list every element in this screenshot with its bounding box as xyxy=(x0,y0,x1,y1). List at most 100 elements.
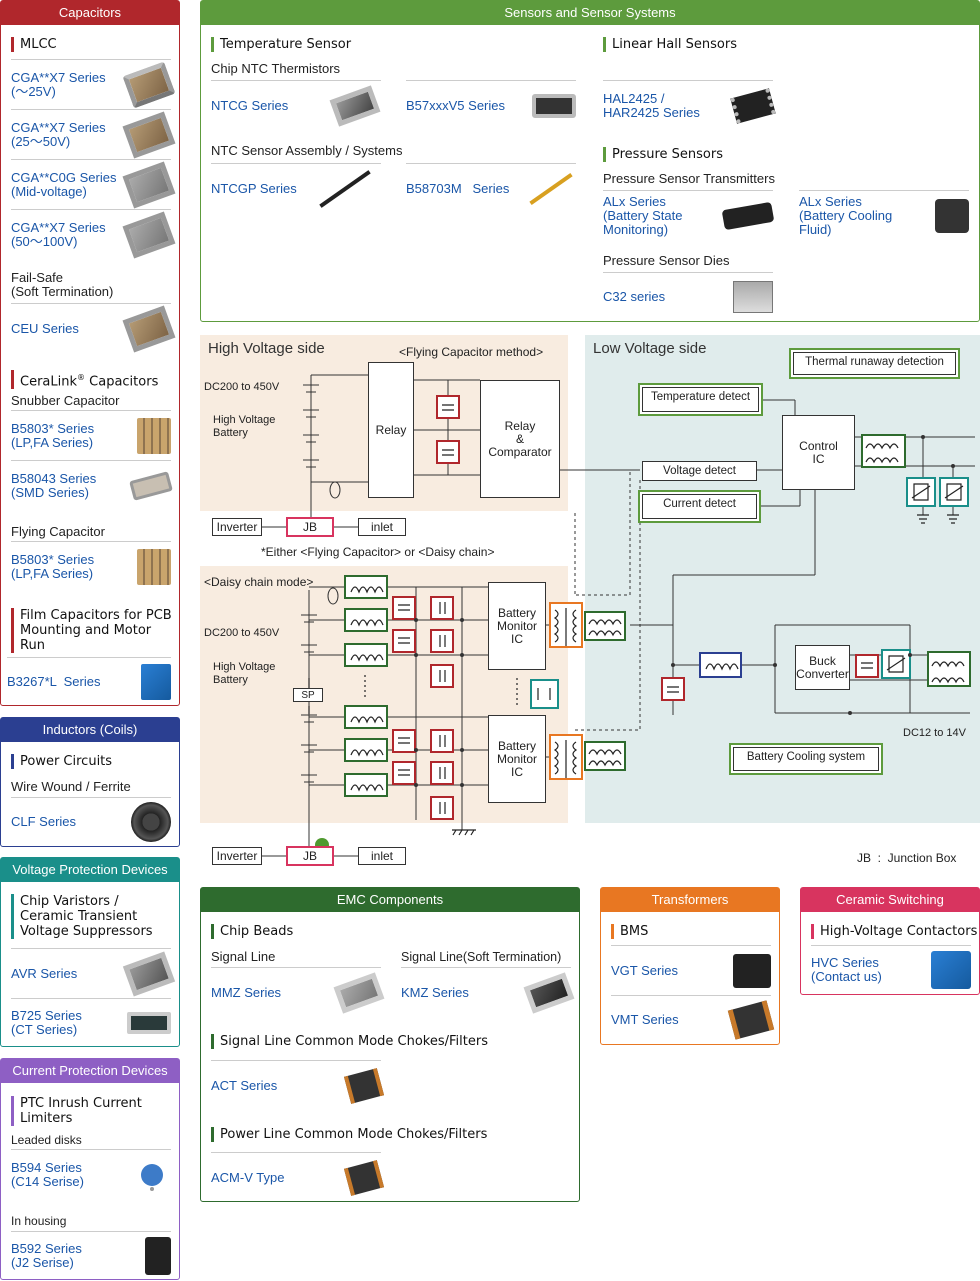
snubber-item-2-link[interactable]: B58043 Series (SMD Series) xyxy=(11,470,97,500)
ntcgp-link[interactable]: NTCGP Series xyxy=(211,180,297,196)
ceramic-header: Ceramic Switching xyxy=(801,888,979,912)
battery-cooling-box: Battery Cooling system xyxy=(729,743,883,775)
chip-ntc-label: Chip NTC Thermistors xyxy=(211,61,341,76)
ceu-link[interactable]: CEU Series xyxy=(11,320,79,336)
snubber-item-1-link[interactable]: B5803* Series (LP,FA Series) xyxy=(11,420,95,450)
b725-link[interactable]: B725 Series (CT Series) xyxy=(11,1007,82,1037)
kmz-item[interactable]: KMZ Series xyxy=(401,967,575,1017)
hal-item[interactable]: HAL2425 / HAR2425 Series xyxy=(603,80,776,130)
hv-contactors-title: High-Voltage Contactors xyxy=(811,924,977,939)
b594-link[interactable]: B594 Series (C14 Serise) xyxy=(11,1159,84,1189)
alx2-link[interactable]: ALx Series (Battery Cooling Fluid) xyxy=(799,193,893,237)
mlcc-item-4[interactable]: CGA**X7 Series (50～100V) xyxy=(11,209,176,259)
voltage-detect-box: Voltage detect xyxy=(642,461,757,481)
mlcc-title: MLCC xyxy=(11,37,57,52)
film-cap-icon xyxy=(141,663,171,700)
ptc-title: PTC Inrush Current Limiters xyxy=(11,1096,171,1126)
dc-label-top: DC200 to 450V xyxy=(204,381,280,393)
transformers-panel: Transformers BMS VGT Series VMT Series xyxy=(600,887,780,1045)
b57-link[interactable]: B57xxxV5 Series xyxy=(406,97,505,113)
chip-beads-title: Chip Beads xyxy=(211,924,293,939)
dc12-label: DC12 to 14V xyxy=(903,727,966,739)
ntcg-item[interactable]: NTCG Series xyxy=(211,80,381,130)
b57-item[interactable]: B57xxxV5 Series xyxy=(406,80,576,130)
mlcc-item-4-link[interactable]: CGA**X7 Series (50～100V) xyxy=(11,219,106,249)
ntcg-link[interactable]: NTCG Series xyxy=(211,97,289,113)
alx1-link[interactable]: ALx Series (Battery State Monitoring) xyxy=(603,193,683,237)
hvc-link[interactable]: HVC Series (Contact us) xyxy=(811,954,882,984)
lv-title: Low Voltage side xyxy=(593,340,707,357)
flying-item[interactable]: B5803* Series (LP,FA Series) xyxy=(11,541,171,591)
acm-item[interactable]: ACM-V Type xyxy=(211,1152,385,1202)
mlcc-item-1[interactable]: CGA**X7 Series (～25V) xyxy=(11,59,176,109)
b725-item[interactable]: B725 Series (CT Series) xyxy=(11,998,171,1046)
hvc-item[interactable]: HVC Series (Contact us) xyxy=(811,945,971,993)
inverter-box-top: Inverter xyxy=(212,518,262,536)
c32-item[interactable]: C32 series xyxy=(603,272,773,320)
hv-title: High Voltage side xyxy=(208,340,325,357)
act-link[interactable]: ACT Series xyxy=(211,1077,278,1093)
vgt-link[interactable]: VGT Series xyxy=(611,962,678,978)
signal-soft-label: Signal Line(Soft Termination) xyxy=(401,950,562,964)
kmz-link[interactable]: KMZ Series xyxy=(401,984,469,1000)
power-circuits-title: Power Circuits xyxy=(11,754,112,769)
bmic-box-1: Battery Monitor IC xyxy=(488,582,546,670)
mlcc-item-3[interactable]: CGA**C0G Series (Mid-voltage) xyxy=(11,159,176,209)
sp-box: SP xyxy=(293,688,323,702)
mlcc-item-2[interactable]: CGA**X7 Series (25～50V) xyxy=(11,109,176,159)
inlet-box-top: inlet xyxy=(358,518,406,536)
b592-link[interactable]: B592 Series (J2 Serise) xyxy=(11,1240,82,1270)
inverter-box-bottom: Inverter xyxy=(212,847,262,865)
ceramic-panel: Ceramic Switching High-Voltage Contactor… xyxy=(800,887,980,995)
vgt-item[interactable]: VGT Series xyxy=(611,945,771,995)
b594-item[interactable]: B594 Series (C14 Serise) xyxy=(11,1149,171,1199)
mlcc-item-3-link[interactable]: CGA**C0G Series (Mid-voltage) xyxy=(11,169,117,199)
flying-item-link[interactable]: B5803* Series (LP,FA Series) xyxy=(11,551,95,581)
kmz-bead-icon xyxy=(523,971,575,1014)
avr-item[interactable]: AVR Series xyxy=(11,948,176,998)
either-note: *Either <Flying Capacitor> or <Daisy cha… xyxy=(261,545,495,559)
mlcc-item-2-link[interactable]: CGA**X7 Series (25～50V) xyxy=(11,119,106,149)
signal-line-label: Signal Line xyxy=(211,949,276,964)
hall-title: Linear Hall Sensors xyxy=(603,37,737,52)
film-item[interactable]: B3267*L Series xyxy=(7,657,171,705)
ptc-housing-icon xyxy=(145,1236,171,1275)
failsafe-label: Fail-Safe (Soft Termination) xyxy=(11,270,114,299)
film-link[interactable]: B3267*L Series xyxy=(7,673,101,689)
b58703-item[interactable]: B58703M Series xyxy=(406,163,576,213)
hvc-contactor-icon xyxy=(931,950,971,989)
act-item[interactable]: ACT Series xyxy=(211,1060,385,1110)
b58703-link[interactable]: B58703M Series xyxy=(406,180,510,196)
snubber-item-2[interactable]: B58043 Series (SMD Series) xyxy=(11,460,173,510)
acm-link[interactable]: ACM-V Type xyxy=(211,1169,285,1185)
control-ic-box: Control IC xyxy=(782,415,855,490)
avr-link[interactable]: AVR Series xyxy=(11,965,78,981)
housing-label: In housing xyxy=(11,1214,67,1228)
ceralink-title: CeraLink® Capacitors xyxy=(11,370,158,390)
current-header: Current Protection Devices xyxy=(1,1059,179,1083)
c32-link[interactable]: C32 series xyxy=(603,288,666,304)
alx2-item[interactable]: ALx Series (Battery Cooling Fluid) xyxy=(799,190,969,240)
acm-choke-icon xyxy=(343,1159,385,1196)
snubber-item-1[interactable]: B5803* Series (LP,FA Series) xyxy=(11,410,171,460)
current-detect-box: Current detect xyxy=(638,490,761,523)
ceu-item[interactable]: CEU Series xyxy=(11,303,176,353)
mmz-link[interactable]: MMZ Series xyxy=(211,984,282,1000)
vmt-link[interactable]: VMT Series xyxy=(611,1011,679,1027)
clf-link[interactable]: CLF Series xyxy=(11,813,77,829)
current-detect-label: Current detect xyxy=(642,494,757,519)
daisy-label: <Daisy chain mode> xyxy=(204,575,314,589)
emc-header: EMC Components xyxy=(201,888,579,912)
b592-item[interactable]: B592 Series (J2 Serise) xyxy=(11,1231,171,1279)
vmt-item[interactable]: VMT Series xyxy=(611,995,775,1043)
battery-cooling-label: Battery Cooling system xyxy=(733,747,879,771)
alx1-item[interactable]: ALx Series (Battery State Monitoring) xyxy=(603,190,775,240)
clf-item[interactable]: CLF Series xyxy=(11,797,171,845)
voltage-header: Voltage Protection Devices xyxy=(1,858,179,882)
hal-link[interactable]: HAL2425 / HAR2425 Series xyxy=(603,90,700,120)
emc-panel: EMC Components Chip Beads Signal Line Si… xyxy=(200,887,580,1202)
ntcgp-item[interactable]: NTCGP Series xyxy=(211,163,381,213)
mmz-item[interactable]: MMZ Series xyxy=(211,967,385,1017)
varistor-title: Chip Varistors / Ceramic Transient Volta… xyxy=(11,894,171,939)
mlcc-item-1-link[interactable]: CGA**X7 Series (～25V) xyxy=(11,69,106,99)
